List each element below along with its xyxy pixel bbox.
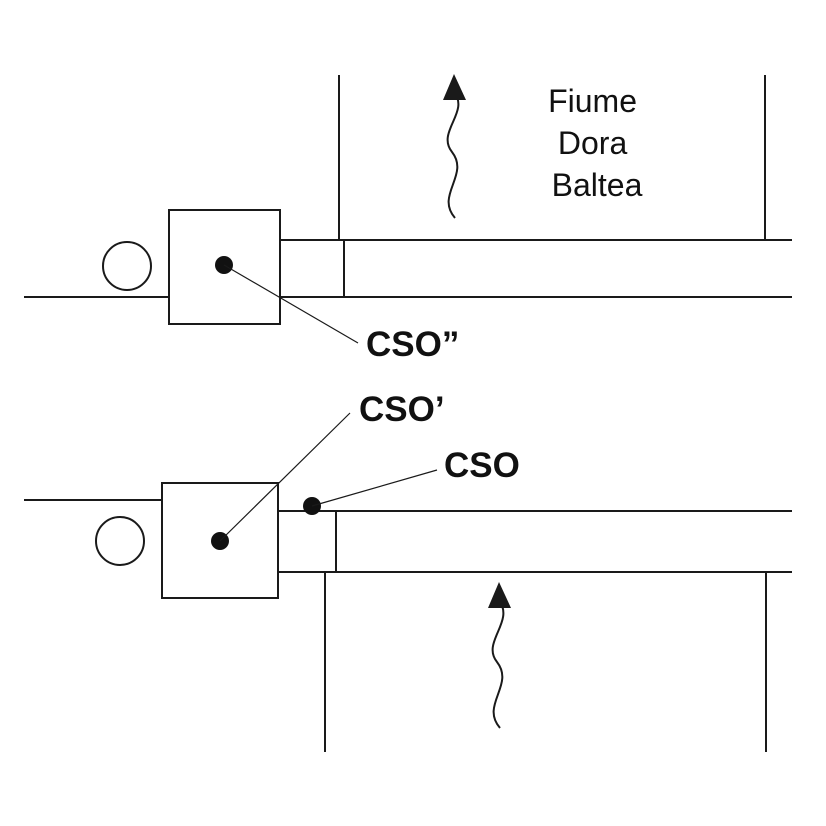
cso-single-label: CSO’ [359,390,445,429]
bottom-pump-circle-icon [95,516,145,566]
cso-leader-line [311,469,438,507]
cso-label: CSO [444,446,520,485]
river-label-line-2: Dora [558,125,628,161]
river-label-line-3: Baltea [552,167,643,203]
river-label: Fiume Dora Baltea [548,83,646,203]
cso-double-leader-line [223,264,359,344]
bottom-overflow-chamber [161,482,279,599]
cso-single-leader-line [219,412,351,542]
cso-double-label: CSO” [366,325,459,364]
top-arrow-head-icon [443,74,466,100]
top-flow-arrow-icon [446,91,460,219]
top-system: Fiume Dora Baltea CSO” [24,74,792,364]
bottom-system: CSO’ CSO [24,390,792,752]
bottom-arrow-head-icon [488,582,511,608]
top-pump-circle-icon [102,241,152,291]
top-overflow-chamber [168,209,281,325]
river-label-line-1: Fiume [548,83,637,119]
bottom-flow-arrow-icon [491,599,505,729]
